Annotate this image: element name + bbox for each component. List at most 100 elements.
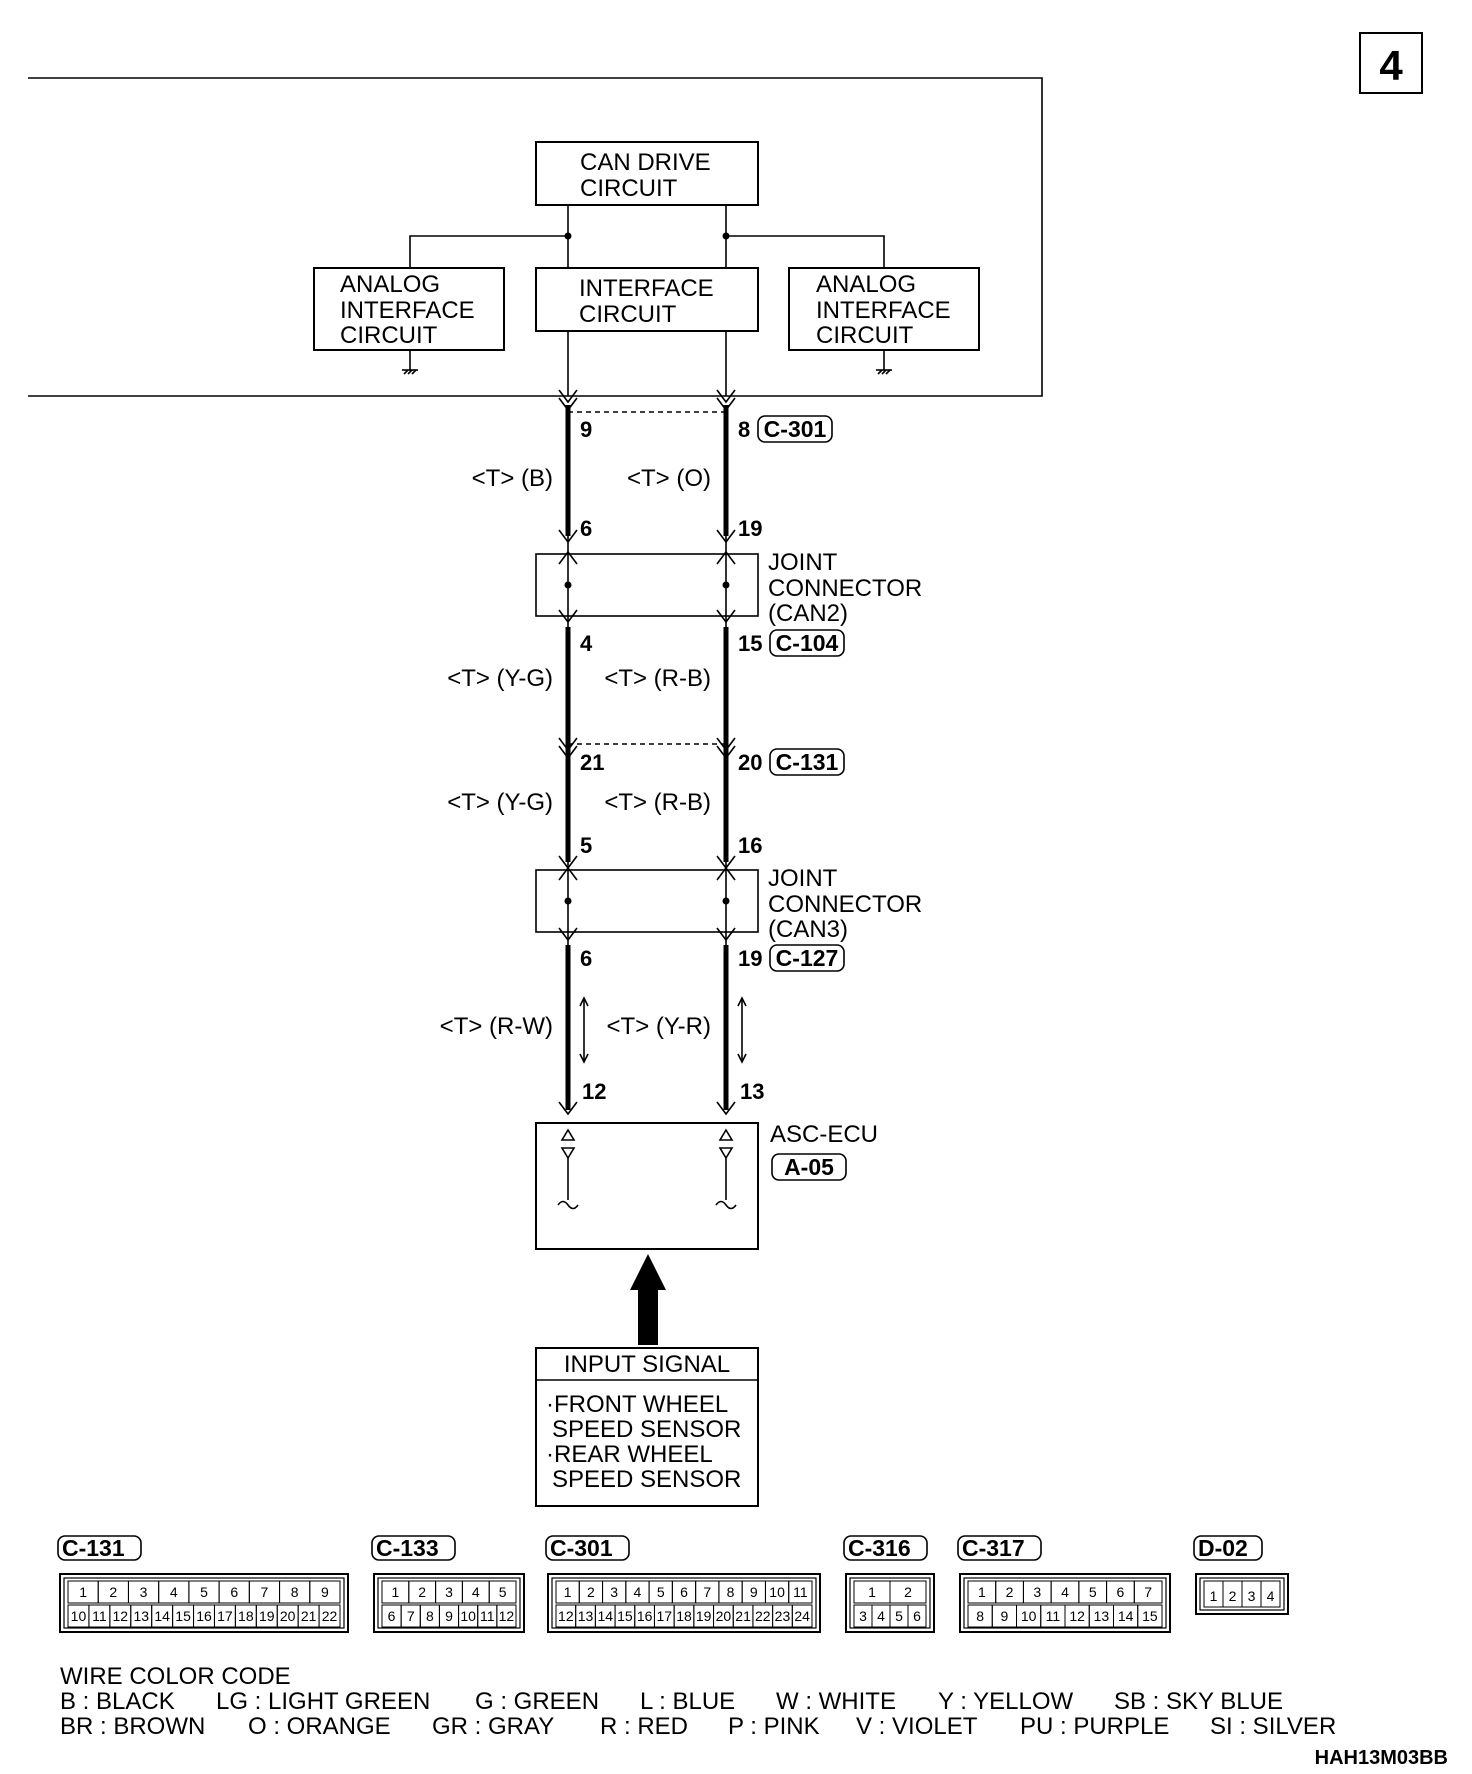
connector-pin-number: 1 <box>1210 1588 1218 1604</box>
connector-pin-number: 16 <box>196 1608 212 1624</box>
connector-pin-number: 11 <box>1046 1608 1061 1624</box>
connector-pin-number: 19 <box>259 1608 275 1624</box>
can-drive-circuit-label: CAN DRIVE CIRCUIT <box>580 149 717 202</box>
connector-pin-number: 13 <box>133 1608 149 1624</box>
pin-asc-left: 12 <box>582 1079 606 1104</box>
connector-pin-number: 10 <box>71 1608 87 1624</box>
pin-jc2-out-left: 4 <box>580 631 593 656</box>
joint-connector-can2-box <box>535 553 759 617</box>
connector-pin-number: 18 <box>238 1608 254 1624</box>
connector-pin-number: 22 <box>322 1608 338 1624</box>
connector-pin-number: 1 <box>79 1584 87 1600</box>
asc-ecu-internal-symbols <box>557 1128 737 1210</box>
splice-dot <box>722 581 730 589</box>
input-signal-title: INPUT SIGNAL <box>564 1351 730 1378</box>
connector-pin-number: 9 <box>1000 1608 1008 1624</box>
connector-badge-c301: C-301 <box>764 416 827 442</box>
connector-pin-number: 22 <box>755 1608 771 1624</box>
connector-badge-c131-frame <box>769 748 845 776</box>
connector-pin-number: 2 <box>904 1584 912 1600</box>
connector-pin-number: 3 <box>1033 1584 1041 1600</box>
wire-color-c131-left: <T> (Y-G) <box>447 789 553 816</box>
connector-view-label: C-301 <box>550 1535 613 1561</box>
connector-pin-number: 1 <box>868 1584 876 1600</box>
connector-badge-c131: C-131 <box>776 749 839 775</box>
svg-text:R : RED: R : RED <box>600 1713 688 1740</box>
connector-pin-number: 8 <box>976 1608 984 1624</box>
connector-badge-c104-frame <box>769 629 845 657</box>
pin-jc3-out-left: 6 <box>580 946 592 971</box>
connector-pin-number: 18 <box>676 1608 692 1624</box>
figure-code: HAH13M03BB <box>1315 1747 1448 1769</box>
connector-pin-number: 16 <box>637 1608 653 1624</box>
connector-pin-number: 24 <box>794 1608 810 1624</box>
connector-pin-number: 7 <box>407 1608 415 1624</box>
svg-text:SI : SILVER: SI : SILVER <box>1210 1713 1336 1740</box>
connector-pin-number: 15 <box>1142 1608 1158 1624</box>
bidirectional-arrow-left-icon <box>579 996 589 1064</box>
connector-pin-number: 14 <box>154 1608 170 1624</box>
pin-jc2-out-right: 15 <box>738 631 762 656</box>
wire-color-code-row2: BR : BROWN O : ORANGE GR : GRAY R : RED … <box>60 1713 1336 1740</box>
connector-pin-number: 13 <box>578 1608 594 1624</box>
connector-view-label: C-316 <box>848 1535 911 1561</box>
wire-color-c104-right: <T> (R-B) <box>604 665 711 692</box>
svg-text:L : BLUE: L : BLUE <box>640 1688 735 1715</box>
pin-jc3-in-left: 5 <box>580 833 592 858</box>
input-arrow-shaft <box>638 1285 658 1345</box>
wire-color-c127-right: <T> (Y-R) <box>607 1013 711 1040</box>
asc-ecu-box <box>535 1122 759 1250</box>
connector-pin-number: 8 <box>426 1608 434 1624</box>
connector-pin-number: 23 <box>775 1608 791 1624</box>
connector-pin-number: 4 <box>472 1584 480 1600</box>
ground-right-icon <box>876 350 892 375</box>
connector-pin-number: 6 <box>230 1584 238 1600</box>
connector-pin-number: 5 <box>895 1608 903 1624</box>
splice-dot <box>722 897 730 905</box>
connector-pin-number: 13 <box>1094 1608 1110 1624</box>
wire-color-c301-right: <T> (O) <box>627 465 711 492</box>
ground-left-icon <box>402 350 418 375</box>
connector-pin-number: 6 <box>913 1608 921 1624</box>
page-number-box <box>1359 32 1423 94</box>
connector-pin-number: 17 <box>657 1608 673 1624</box>
connector-pin-number: 7 <box>261 1584 269 1600</box>
joint-connector-can3-box <box>535 869 759 933</box>
connector-badge-a05: A-05 <box>784 1154 834 1180</box>
connector-pin-number: 3 <box>140 1584 148 1600</box>
connector-pin-number: 11 <box>793 1584 808 1600</box>
connector-pin-number: 1 <box>392 1584 400 1600</box>
connector-pin-number: 2 <box>587 1584 595 1600</box>
svg-text:B : BLACK: B : BLACK <box>60 1688 175 1715</box>
connector-pin-number: 10 <box>1021 1608 1037 1624</box>
pin-c301-right: 8 <box>738 417 750 442</box>
wire-color-c301-left: <T> (B) <box>472 465 553 492</box>
wire-color-code-title: WIRE COLOR CODE <box>60 1663 291 1690</box>
connector-pin-number: 2 <box>418 1584 426 1600</box>
connector-pin-number: 21 <box>735 1608 751 1624</box>
connector-pin-number: 7 <box>703 1584 711 1600</box>
connector-pin-number: 4 <box>877 1608 885 1624</box>
joint-connector-can3-label: JOINT CONNECTOR (CAN3) <box>768 865 929 943</box>
connector-pin-number: 2 <box>109 1584 117 1600</box>
asc-ecu-label: ASC-ECU <box>770 1121 878 1148</box>
connector-pin-number: 11 <box>480 1608 495 1624</box>
analog-interface-right-label: ANALOG INTERFACE CIRCUIT <box>816 271 957 349</box>
svg-text:SB : SKY BLUE: SB : SKY BLUE <box>1114 1688 1283 1715</box>
connector-pin-number: 5 <box>200 1584 208 1600</box>
svg-text:W : WHITE: W : WHITE <box>776 1688 896 1715</box>
connector-view-label: C-133 <box>376 1535 439 1561</box>
connector-pin-number: 3 <box>445 1584 453 1600</box>
analog-interface-left-label: ANALOG INTERFACE CIRCUIT <box>340 271 481 349</box>
connector-pin-number: 20 <box>280 1608 296 1624</box>
connector-pin-number: 1 <box>978 1584 986 1600</box>
ecu-internal-lines <box>409 205 885 396</box>
ecu-outline <box>28 77 1043 397</box>
input-signal-list: ·FRONT WHEEL SPEED SENSOR ·REAR WHEEL SP… <box>546 1391 748 1493</box>
connector-pin-number: 12 <box>113 1608 129 1624</box>
